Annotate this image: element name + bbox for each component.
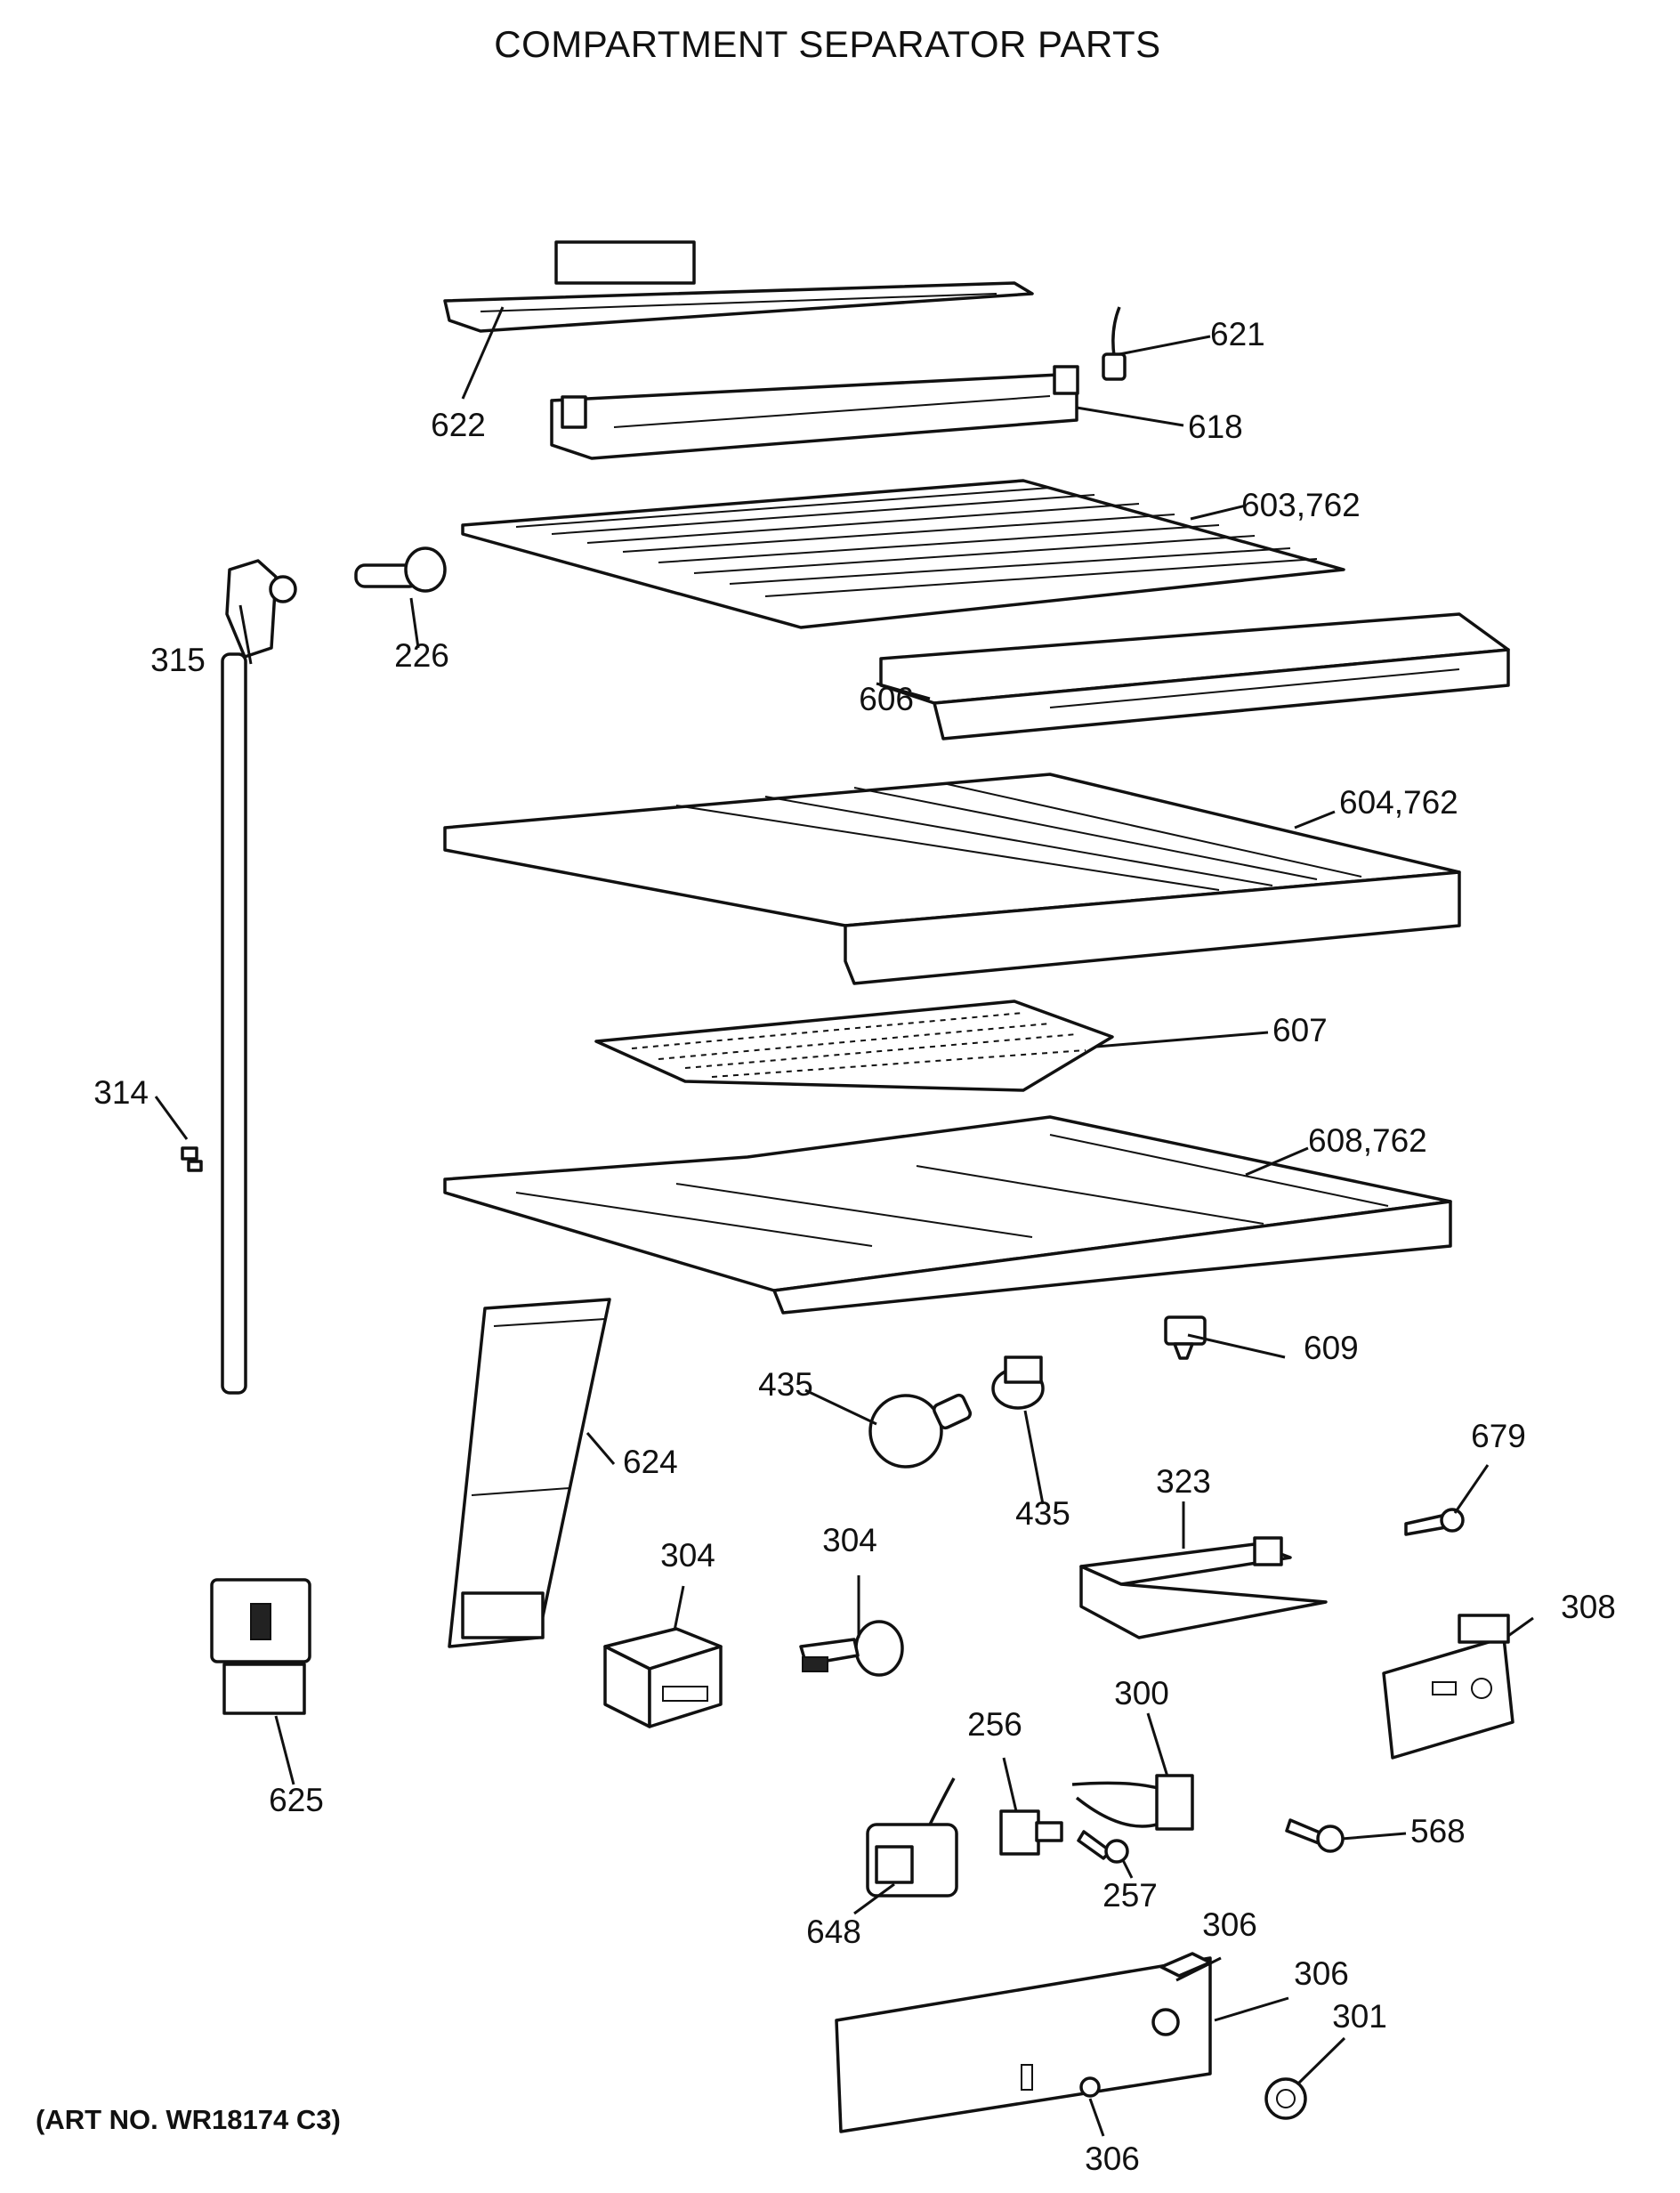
- callout-306-right: 306: [1294, 1955, 1349, 1992]
- callout-604-762: 604,762: [1339, 784, 1458, 821]
- part-568-screw: [1285, 1818, 1345, 1853]
- callout-308: 308: [1561, 1589, 1616, 1625]
- part-618-bracket: [550, 365, 1079, 460]
- part-624-channel: [448, 1298, 611, 1648]
- callout-625: 625: [269, 1782, 324, 1818]
- callout-621: 621: [1210, 316, 1265, 352]
- part-315-hinge: [225, 559, 297, 659]
- callout-256: 256: [967, 1706, 1022, 1743]
- callout-226: 226: [394, 637, 449, 674]
- part-608-floor: [443, 1115, 1452, 1315]
- part-226-knob: [354, 546, 447, 593]
- callout-304-block: 304: [660, 1537, 715, 1574]
- callout-622: 622: [431, 407, 486, 443]
- callout-306-top: 306: [1202, 1906, 1257, 1943]
- callout-679: 679: [1471, 1418, 1526, 1454]
- callout-618: 618: [1188, 409, 1243, 445]
- callout-568: 568: [1410, 1813, 1466, 1849]
- callout-323: 323: [1156, 1463, 1211, 1500]
- diagram-title: COMPARTMENT SEPARATOR PARTS: [494, 23, 1160, 65]
- art-number: (ART NO. WR18174 C3): [36, 2104, 341, 2135]
- part-622-cover: [443, 240, 1034, 333]
- part-300-harness: [1071, 1774, 1194, 1831]
- part-679-screw: [1404, 1508, 1465, 1536]
- part-306-bracket: [835, 1952, 1212, 2133]
- part-625-switch: [210, 1578, 311, 1715]
- part-604-frame: [443, 773, 1461, 985]
- callout-607: 607: [1272, 1012, 1328, 1048]
- callout-606: 606: [859, 681, 914, 717]
- callout-435-bulb: 435: [758, 1366, 813, 1403]
- part-256-switch: [999, 1809, 1063, 1856]
- part-648-motor: [866, 1777, 958, 1898]
- part-308-bracket: [1382, 1614, 1514, 1760]
- leader-lines: [154, 306, 1534, 2137]
- callout-306-bottom: 306: [1085, 2140, 1140, 2177]
- part-304-block: [603, 1627, 723, 1728]
- callout-301: 301: [1332, 1998, 1387, 2035]
- part-621-plug: [1102, 306, 1127, 381]
- part-435-socket: [991, 1355, 1045, 1410]
- callout-603-762: 603,762: [1241, 487, 1361, 523]
- callout-314: 314: [93, 1074, 149, 1111]
- part-606-tray: [879, 612, 1510, 740]
- callout-435-socket: 435: [1015, 1495, 1070, 1532]
- part-314-rod: [181, 652, 247, 1395]
- part-603-shelf: [461, 479, 1345, 629]
- callout-608-762: 608,762: [1308, 1122, 1427, 1159]
- callout-315: 315: [150, 642, 206, 678]
- part-435-bulb: [868, 1393, 973, 1469]
- callout-300: 300: [1114, 1675, 1169, 1712]
- part-607-mesh: [594, 999, 1114, 1092]
- part-304-dial: [799, 1620, 904, 1677]
- callout-648: 648: [806, 1914, 861, 1950]
- part-323-housing: [1079, 1536, 1328, 1639]
- callout-624: 624: [623, 1444, 678, 1480]
- part-257-screw: [1077, 1830, 1129, 1864]
- callout-304-dial: 304: [822, 1522, 877, 1558]
- part-301-knob: [1264, 2077, 1307, 2120]
- callout-609: 609: [1304, 1330, 1359, 1366]
- callout-257: 257: [1102, 1877, 1158, 1914]
